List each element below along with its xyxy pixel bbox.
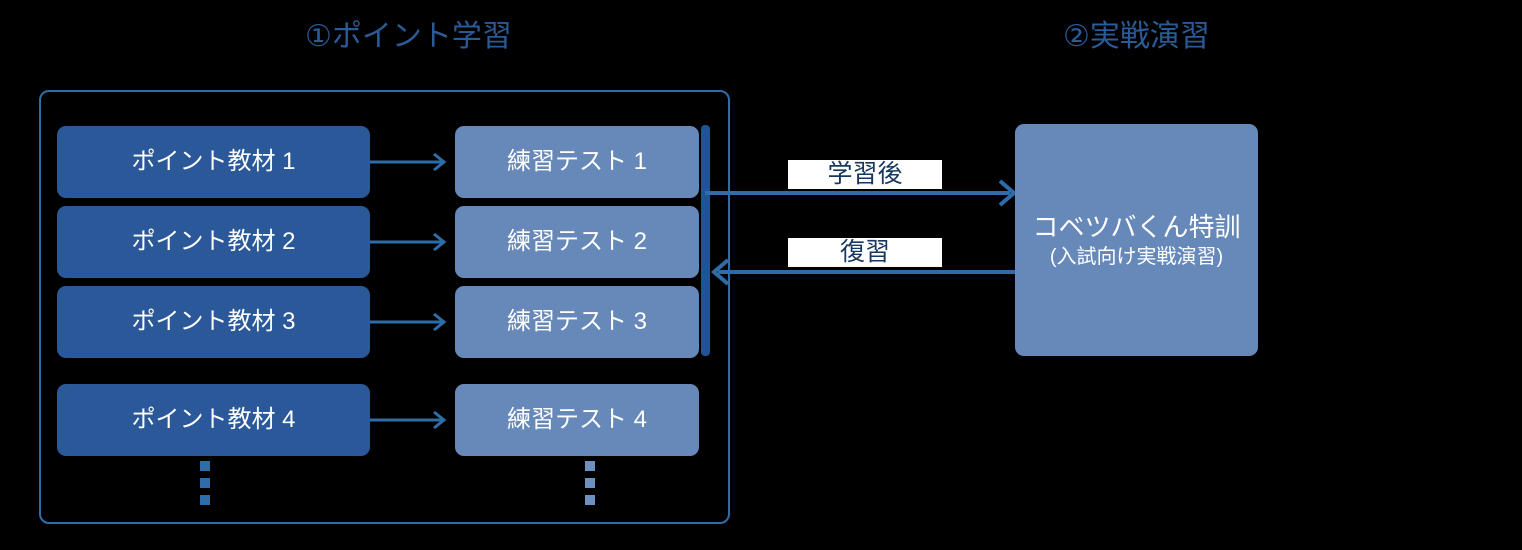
ellipsis-dot (585, 461, 595, 471)
connector-label-review: 復習 (788, 238, 942, 267)
study-row: ポイント教材 4 練習テスト 4 (57, 384, 699, 456)
ellipsis-dot (585, 478, 595, 488)
vertical-ellipsis-icon (585, 461, 595, 512)
vertical-ellipsis-icon (200, 461, 210, 512)
point-material-card-1[interactable]: ポイント教材 1 (57, 126, 370, 198)
arrow-left-from-practice-icon (710, 258, 1018, 286)
ellipsis-dot (200, 461, 210, 471)
practice-box-subtitle: (入試向け実戦演習) (1049, 245, 1224, 268)
study-row: ポイント教材 1 練習テスト 1 (57, 126, 699, 198)
point-material-card-2[interactable]: ポイント教材 2 (57, 206, 370, 278)
connector-arrows (705, 179, 1018, 286)
ellipsis-dot (200, 478, 210, 488)
practice-box-title: コベツバくん特訓 (1032, 211, 1241, 242)
test-column-spine (701, 125, 710, 356)
study-row: ポイント教材 2 練習テスト 2 (57, 206, 699, 278)
point-material-card-4[interactable]: ポイント教材 4 (57, 384, 370, 456)
practice-test-card-3[interactable]: 練習テスト 3 (455, 286, 699, 358)
section-title-practice-drills: ②実戦演習 (1063, 20, 1210, 53)
arrow-right-icon (370, 410, 447, 430)
point-material-card-3[interactable]: ポイント教材 3 (57, 286, 370, 358)
point-study-group-box (39, 90, 730, 524)
kobetsuba-special-training-box[interactable]: コベツバくん特訓 (入試向け実戦演習) (1015, 124, 1258, 356)
arrow-right-icon (370, 312, 447, 332)
practice-test-card-2[interactable]: 練習テスト 2 (455, 206, 699, 278)
practice-test-card-4[interactable]: 練習テスト 4 (455, 384, 699, 456)
connector-label-after-study: 学習後 (788, 160, 942, 189)
section-title-point-study: ①ポイント学習 (305, 20, 512, 53)
practice-test-card-1[interactable]: 練習テスト 1 (455, 126, 699, 198)
ellipsis-dot (585, 495, 595, 505)
arrow-right-to-practice-icon (705, 179, 1018, 207)
study-row: ポイント教材 3 練習テスト 3 (57, 286, 699, 358)
arrow-right-icon (370, 152, 447, 172)
arrow-right-icon (370, 232, 447, 252)
ellipsis-dot (200, 495, 210, 505)
